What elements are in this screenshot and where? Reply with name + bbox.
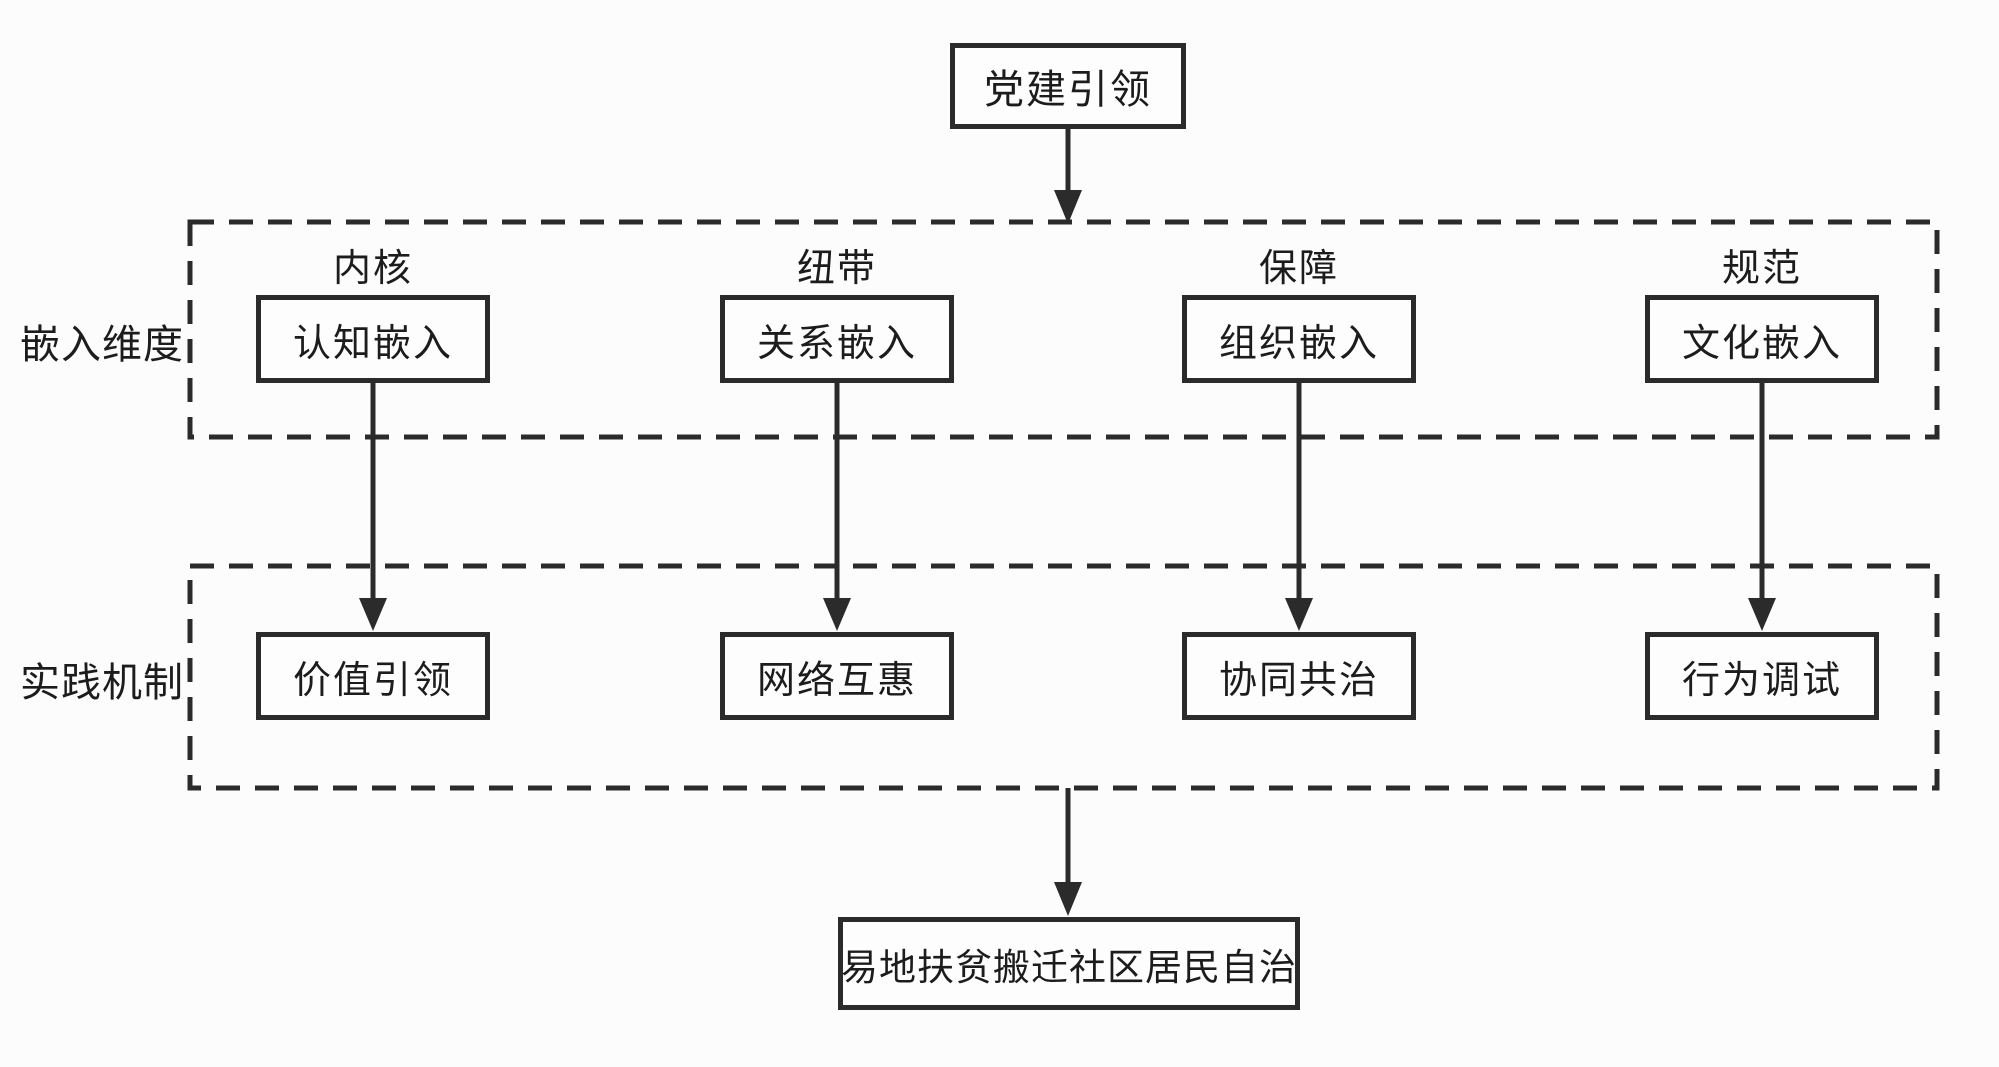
arrow-col-3 — [1748, 383, 1776, 631]
mechanism-box-2: 协同共治 — [1182, 632, 1416, 720]
dimension-box-3: 文化嵌入 — [1645, 295, 1879, 383]
dimension-box-2: 组织嵌入 — [1182, 295, 1416, 383]
column-header-3: 规范 — [1721, 247, 1802, 290]
arrow-col-1 — [823, 383, 851, 631]
mechanism-box-1: 网络互惠 — [720, 632, 954, 720]
mechanisms-dashed-region — [187, 563, 1940, 791]
arrow-to-bottom — [1054, 788, 1082, 916]
arrow-col-0 — [359, 383, 387, 631]
arrow-col-2 — [1285, 383, 1313, 631]
group-label-practice-mechanisms: 实践机制 — [20, 660, 184, 705]
column-header-1: 纽带 — [796, 247, 877, 290]
arrow-top-to-dimensions — [1054, 128, 1082, 224]
dimension-box-0: 认知嵌入 — [256, 295, 490, 383]
column-header-0: 内核 — [332, 247, 413, 290]
dimensions-dashed-region — [187, 219, 1940, 440]
mechanism-box-3: 行为调试 — [1645, 632, 1879, 720]
mechanism-box-0: 价值引领 — [256, 632, 490, 720]
dimension-box-1: 关系嵌入 — [720, 295, 954, 383]
bottom-node-resident-autonomy: 易地扶贫搬迁社区居民自治 — [838, 917, 1300, 1010]
group-label-embedding-dimensions: 嵌入维度 — [20, 322, 184, 367]
column-header-2: 保障 — [1258, 247, 1339, 290]
top-node-party-leadership: 党建引领 — [950, 43, 1186, 129]
